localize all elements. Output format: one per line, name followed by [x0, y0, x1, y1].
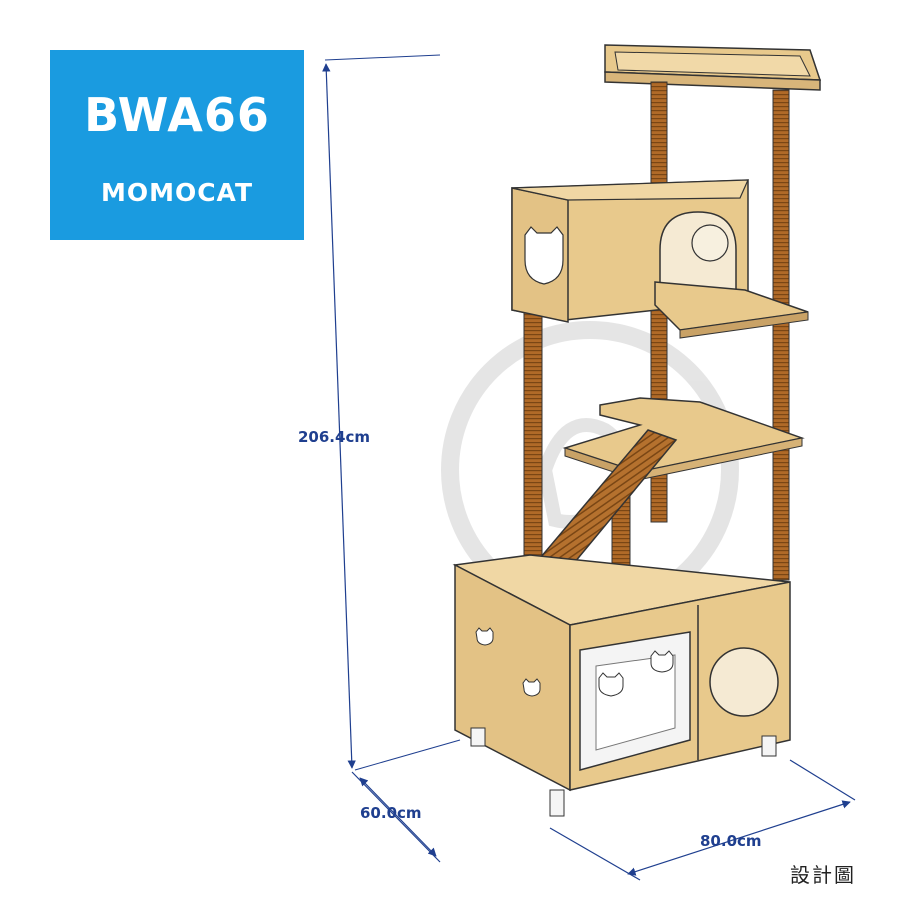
product-badge: BWA66 MOMOCAT [50, 50, 304, 240]
middle-shelf [654, 281, 809, 339]
depth-dimension-label: 60.0cm [360, 804, 422, 822]
model-code: BWA66 [84, 88, 270, 142]
dimension-lines [322, 54, 856, 881]
height-dimension-label: 206.4cm [298, 428, 370, 446]
brand-name: MOMOCAT [100, 178, 254, 207]
width-dimension-label: 80.0cm [700, 832, 762, 850]
top-platform [604, 44, 822, 91]
lower-shelf [562, 397, 805, 481]
base-cabinet [452, 554, 791, 817]
design-drawing-caption: 設計圖 [790, 863, 856, 887]
